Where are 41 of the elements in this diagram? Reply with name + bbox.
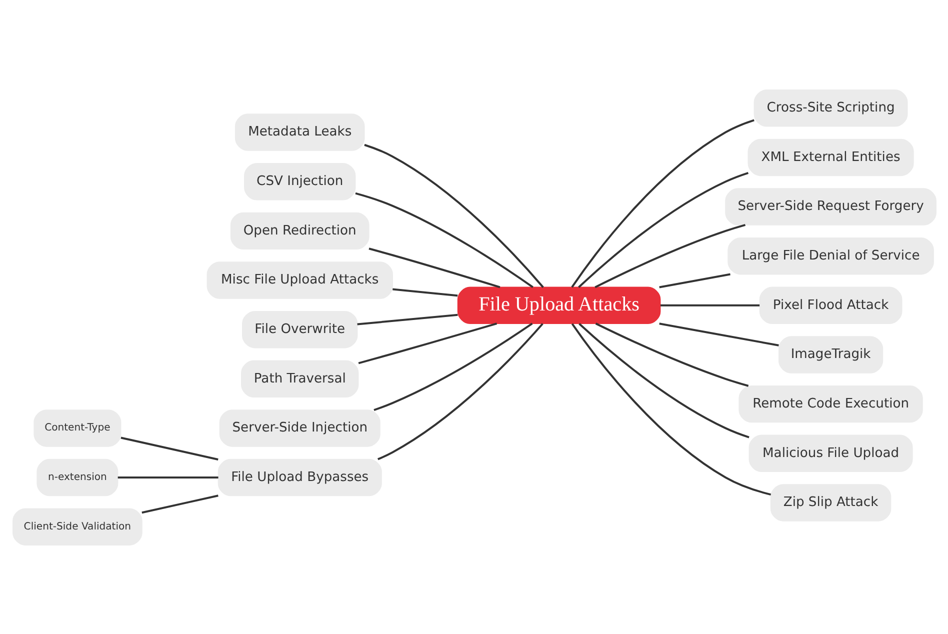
connector bbox=[368, 247, 500, 288]
node-box: Misc File Upload Attacks bbox=[206, 261, 392, 298]
node-box: n-extension bbox=[36, 458, 118, 496]
connector bbox=[358, 322, 497, 364]
node-box: Remote Code Execution bbox=[738, 384, 922, 422]
connector bbox=[392, 288, 458, 296]
node-box: File Upload Bypasses bbox=[217, 458, 382, 496]
node-box: Pixel Flood Attack bbox=[758, 286, 902, 324]
node-box: CSV Injection bbox=[244, 162, 356, 200]
node-box: Open Redirection bbox=[230, 212, 369, 250]
connector bbox=[658, 322, 778, 346]
node-box: Path Traversal bbox=[240, 360, 358, 398]
node-box: Client-Side Validation bbox=[12, 508, 142, 545]
node-box: Zip Slip Attack bbox=[770, 484, 891, 521]
node-box: Large File Denial of Service bbox=[727, 236, 934, 274]
connector bbox=[578, 171, 748, 288]
connector bbox=[578, 322, 749, 438]
node-box: Cross-Site Scripting bbox=[753, 89, 908, 126]
connector bbox=[594, 322, 748, 386]
connector bbox=[117, 476, 218, 478]
connector bbox=[376, 322, 543, 460]
node-box: File Overwrite bbox=[242, 310, 358, 348]
node-box: Server-Side Request Forgery bbox=[724, 188, 936, 225]
node-box: File Upload Attacks bbox=[456, 286, 660, 324]
node-box: Malicious File Upload bbox=[748, 434, 912, 472]
connector bbox=[594, 223, 746, 288]
connector bbox=[570, 322, 771, 496]
connector bbox=[660, 304, 760, 306]
node-box: Server-Side Injection bbox=[218, 409, 380, 446]
connector bbox=[373, 322, 532, 410]
connector bbox=[364, 143, 544, 288]
connector bbox=[354, 192, 533, 288]
node-box: ImageTragik bbox=[778, 336, 883, 373]
node-box: Metadata Leaks bbox=[234, 113, 364, 150]
connector bbox=[356, 313, 458, 325]
connector bbox=[658, 272, 730, 288]
node-box: Content-Type bbox=[33, 409, 121, 446]
node-box: XML External Entities bbox=[747, 138, 914, 176]
connector bbox=[120, 436, 218, 460]
connector bbox=[570, 118, 754, 288]
connector bbox=[141, 494, 218, 514]
